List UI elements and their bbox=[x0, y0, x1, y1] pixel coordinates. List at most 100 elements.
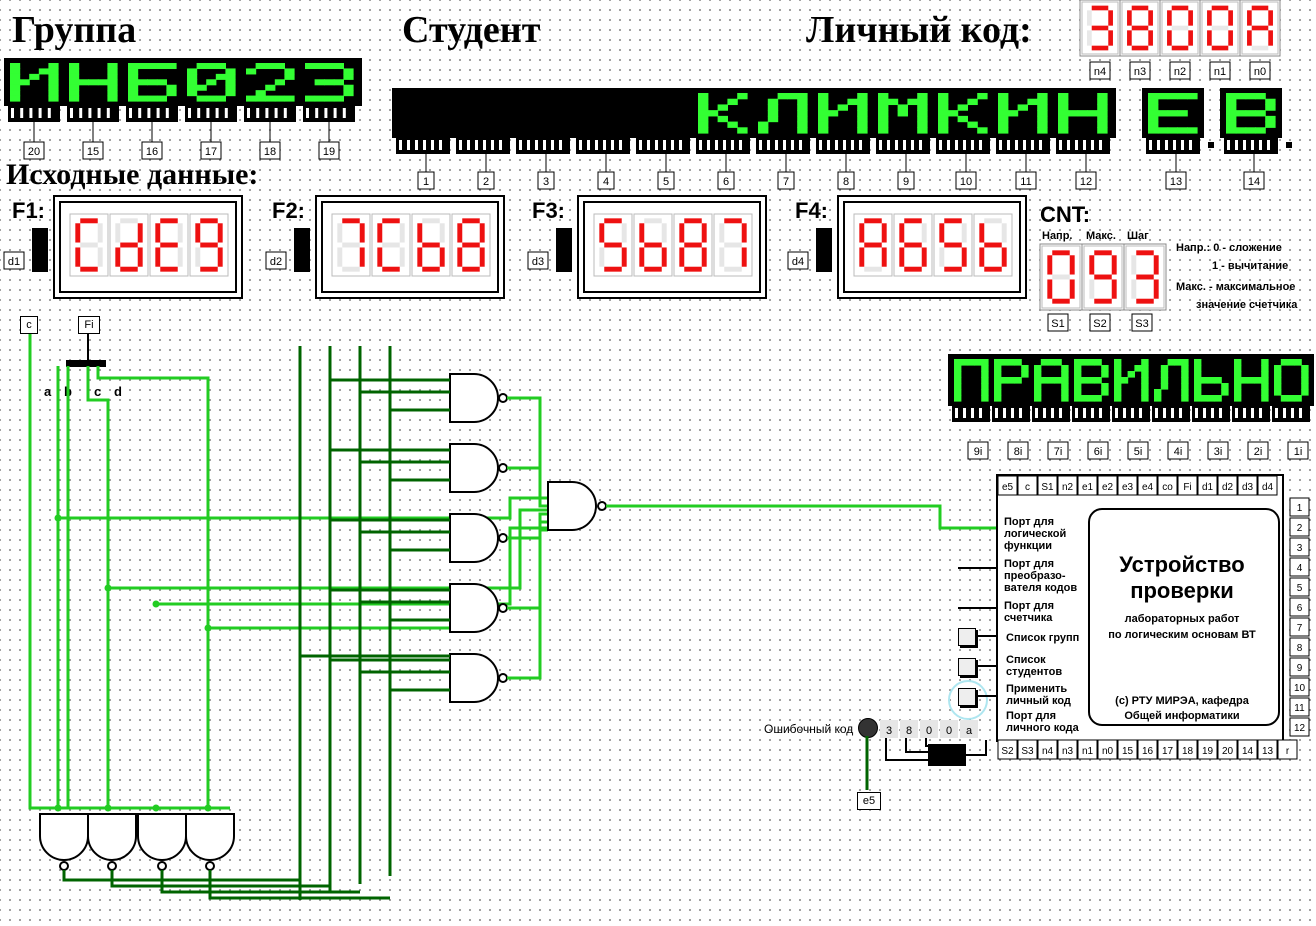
student-char-11 bbox=[1056, 91, 1109, 135]
verifier-top-pin-2: S1 bbox=[1041, 482, 1054, 493]
student-pin-4: 5 bbox=[663, 176, 669, 188]
verifier-right-pin-box-2 bbox=[1289, 537, 1310, 557]
bottom-gate-out-0 bbox=[62, 870, 300, 882]
f2-label: F2: bbox=[272, 198, 305, 223]
verifier-bottom-pin-box-13 bbox=[1257, 739, 1278, 760]
student-char-pins-8 bbox=[876, 138, 930, 154]
verifier-top-pin-6: e3 bbox=[1122, 482, 1134, 493]
verifier-bottom-pin-12: 14 bbox=[1242, 746, 1254, 757]
group-display-bg bbox=[4, 58, 362, 106]
verifier-subtitle-line2: по логическим основам ВТ bbox=[1108, 629, 1256, 641]
student-list-button[interactable] bbox=[958, 658, 976, 676]
student-pin-0-box bbox=[417, 171, 435, 190]
group-pin-0: 20 bbox=[28, 146, 40, 158]
junction-bottom-0 bbox=[54, 804, 62, 812]
verifier-bottom-pin-box-0 bbox=[997, 739, 1018, 760]
student-char-pins-6 bbox=[756, 138, 810, 154]
verifier-bottom-pin-10: 19 bbox=[1202, 746, 1214, 757]
group-pin-1: 15 bbox=[87, 146, 99, 158]
input-pin-3-box bbox=[787, 251, 809, 270]
result-char-2 bbox=[1032, 357, 1070, 403]
input-split-3 bbox=[816, 228, 832, 272]
student-pin-12: 13 bbox=[1170, 176, 1182, 188]
error-digit-0: 3 bbox=[886, 725, 892, 737]
code-digit-3 bbox=[1201, 1, 1239, 55]
result-pin-3-box bbox=[1087, 441, 1109, 460]
student-pin-10-box bbox=[1015, 171, 1037, 190]
verifier-right-pin-box-4 bbox=[1289, 577, 1310, 597]
counter-note-2: 1 - вычитание bbox=[1212, 260, 1289, 272]
verifier-top-pin-10: d1 bbox=[1202, 482, 1214, 493]
verifier-bottom-pin-4: n1 bbox=[1082, 746, 1094, 757]
input-digit-2-2 bbox=[673, 213, 713, 277]
group-pin-2: 16 bbox=[146, 146, 158, 158]
verifier-top-pin-box-13 bbox=[1257, 475, 1278, 496]
error-pin-e5[interactable]: e5 bbox=[857, 792, 881, 810]
junction-bottom-2 bbox=[152, 804, 160, 812]
code-digit-1 bbox=[1121, 1, 1159, 55]
student-pin-13-box bbox=[1243, 171, 1265, 190]
verifier-right-pin-box-11 bbox=[1289, 717, 1310, 737]
result-pin-7-box bbox=[1247, 441, 1269, 460]
group-char-4 bbox=[244, 61, 296, 103]
input-digit-2-3 bbox=[713, 213, 753, 277]
verifier-bottom-pin-box-7 bbox=[1137, 739, 1158, 760]
verifier-right-pin-box-0 bbox=[1289, 497, 1310, 517]
input-digit-1-3 bbox=[451, 213, 491, 277]
counter-note-1: Напр.: 0 - сложение bbox=[1176, 242, 1282, 254]
junction-b bbox=[104, 584, 112, 592]
group-list-button[interactable] bbox=[958, 628, 976, 646]
counter-pin-2-box bbox=[1131, 313, 1153, 332]
result-char-8 bbox=[1272, 357, 1310, 403]
result-char-pins-8 bbox=[1272, 406, 1310, 422]
code-digit-0 bbox=[1081, 1, 1119, 55]
final-nand-gate bbox=[547, 481, 607, 531]
verifier-top-pin-box-2 bbox=[1037, 475, 1058, 496]
input-pin-fi[interactable]: Fi bbox=[78, 316, 100, 334]
verifier-top-pin-box-12 bbox=[1237, 475, 1258, 496]
student-char-9 bbox=[936, 91, 989, 135]
port-logic-label: Порт для логической функции bbox=[1004, 516, 1067, 552]
verifier-bottom-pin-box-5 bbox=[1097, 739, 1118, 760]
nand-gate-3 bbox=[449, 583, 508, 633]
bottom-gate-out-2 bbox=[160, 870, 360, 894]
verifier-bottom-pin-box-8 bbox=[1157, 739, 1178, 760]
nand-gate-0 bbox=[449, 373, 508, 423]
student-pin-7-box bbox=[837, 171, 855, 190]
verifier-top-pin-0: e5 bbox=[1002, 482, 1014, 493]
input-pin-c[interactable]: c bbox=[20, 316, 38, 334]
counter-digit-2 bbox=[1125, 245, 1165, 309]
bit-label-d: d bbox=[114, 384, 122, 399]
verifier-top-pin-8: co bbox=[1162, 482, 1173, 493]
input-digit-1-2 bbox=[411, 213, 451, 277]
student-char-5 bbox=[696, 91, 749, 135]
student-char-pins-0 bbox=[396, 138, 450, 154]
student-pin-5-box bbox=[717, 171, 735, 190]
result-pin-5-box bbox=[1167, 441, 1189, 460]
group-char-pins-5 bbox=[303, 106, 355, 122]
student-char-10 bbox=[996, 91, 1049, 135]
student-pin-6: 7 bbox=[783, 176, 789, 188]
student-pin-4-box bbox=[657, 171, 675, 190]
input-inner-2 bbox=[583, 201, 761, 293]
code-pin-3-box bbox=[1209, 61, 1231, 80]
input-digit-3-0 bbox=[853, 213, 893, 277]
bit-label-a: a bbox=[44, 384, 52, 399]
input-pin-2-box bbox=[527, 251, 549, 270]
group-pin-2-box bbox=[141, 141, 163, 160]
junction-a bbox=[54, 514, 62, 522]
verifier-title-line2: проверки bbox=[1130, 578, 1234, 603]
wire-nand-b bbox=[108, 508, 548, 590]
result-char-pins-6 bbox=[1192, 406, 1230, 422]
student-title: Студент bbox=[402, 9, 541, 51]
verifier-bottom-pin-5: n0 bbox=[1102, 746, 1114, 757]
group-pin-0-box bbox=[23, 141, 45, 160]
gate-out-0 bbox=[507, 396, 548, 500]
counter-digit-1 bbox=[1083, 245, 1123, 309]
wire-nand-c bbox=[156, 526, 548, 606]
f3-label: F3: bbox=[532, 198, 565, 223]
student-pin-7: 8 bbox=[843, 176, 849, 188]
result-pin-6: 3i bbox=[1214, 446, 1223, 458]
result-pin-1-box bbox=[1007, 441, 1029, 460]
verifier-footer-line2: Общей информатики bbox=[1124, 710, 1240, 722]
